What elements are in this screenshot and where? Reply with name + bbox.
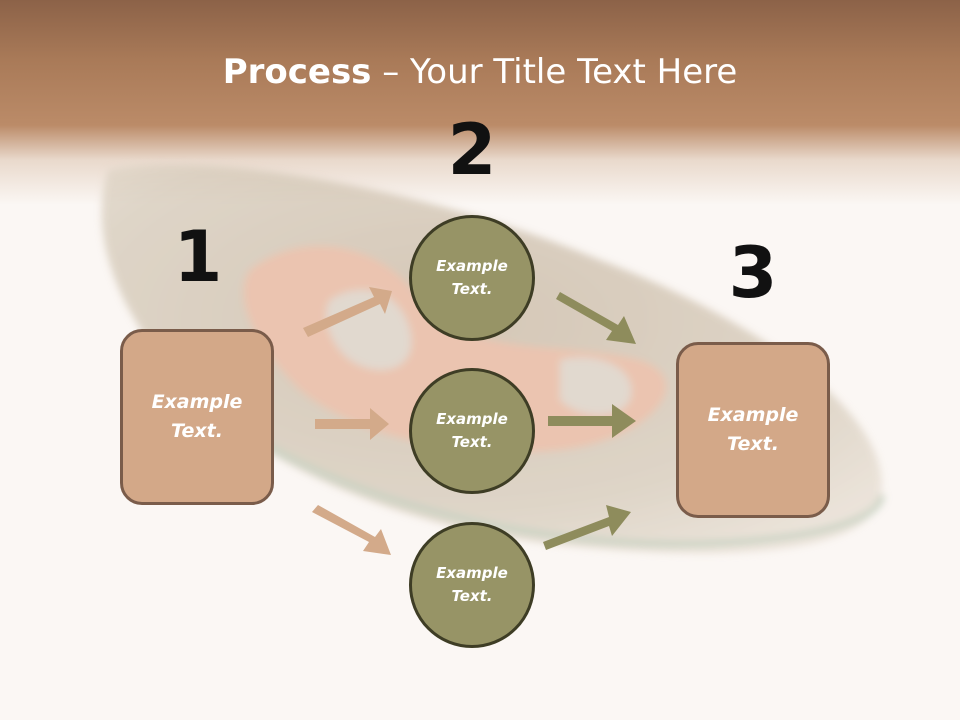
right-arrows: [543, 292, 636, 550]
arrow-right-up: [556, 292, 636, 344]
arrow-left-up: [303, 287, 392, 337]
title-rest: – Your Title Text Here: [371, 52, 738, 92]
arrow-left-down: [312, 505, 391, 555]
arrow-right-down: [543, 505, 631, 550]
circle-bottom-label: Example Text.: [436, 564, 508, 605]
circle-top: Example Text.: [409, 215, 535, 341]
right-text-box: Example Text.: [676, 342, 830, 518]
circle-bottom: Example Text.: [409, 522, 535, 648]
left-arrows: [303, 287, 392, 555]
circle-middle: Example Text.: [409, 368, 535, 494]
slide-title: Process – Your Title Text Here: [0, 52, 960, 92]
left-text-box-label: Example Text.: [151, 391, 243, 442]
step-number-2: 2: [447, 109, 497, 191]
circle-top-label: Example Text.: [436, 257, 508, 298]
title-bold: Process: [222, 52, 372, 92]
circle-middle-label: Example Text.: [436, 410, 508, 451]
left-text-box: Example Text.: [120, 329, 274, 505]
arrow-right-mid: [548, 404, 636, 438]
step-number-1: 1: [173, 216, 223, 298]
right-text-box-label: Example Text.: [707, 404, 799, 455]
step-number-3: 3: [728, 232, 778, 314]
arrow-left-mid: [315, 408, 389, 440]
